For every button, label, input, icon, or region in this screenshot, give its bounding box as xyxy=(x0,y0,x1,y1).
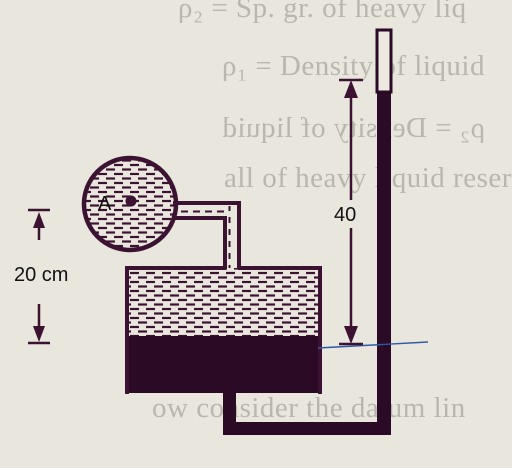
tank-light-liquid xyxy=(129,268,319,338)
background-text-line-4: all of heavy liquid reser xyxy=(224,162,512,194)
dimension-20cm-arrow-bottom xyxy=(33,326,45,342)
u-tube-riser-fluid xyxy=(377,92,391,435)
dimension-40-arrow-top xyxy=(344,80,358,98)
connecting-pipe-vertical-fill xyxy=(226,206,238,268)
datum-line xyxy=(317,341,429,349)
label-40: 40 xyxy=(334,204,356,226)
connecting-pipe-horizontal-fill xyxy=(175,205,228,218)
diagram-page: ρ₂ = Sp. gr. of heavy liq ρ₁ = Density o… xyxy=(14,0,511,435)
dimension-40-label-backdrop xyxy=(331,200,371,228)
background-text-line-2: ρ₁ = Density of liquid xyxy=(222,50,485,82)
dimension-40-arrow-bottom xyxy=(344,326,358,344)
label-a: A xyxy=(98,193,112,215)
point-a-dot xyxy=(125,195,137,207)
label-20cm: 20 cm xyxy=(14,264,68,286)
background-text-line-1: ρ₂ = Sp. gr. of heavy liq xyxy=(178,0,467,24)
dimension-20cm-arrow-top xyxy=(33,212,45,228)
tank-heavy-liquid xyxy=(127,336,321,393)
u-tube-open-top xyxy=(375,28,393,94)
background-text-line-5: ow consider the datum lin xyxy=(152,392,466,424)
u-tube-bottom-leg xyxy=(223,422,391,435)
manometer-diagram: A 20 cm 40 xyxy=(14,28,429,435)
